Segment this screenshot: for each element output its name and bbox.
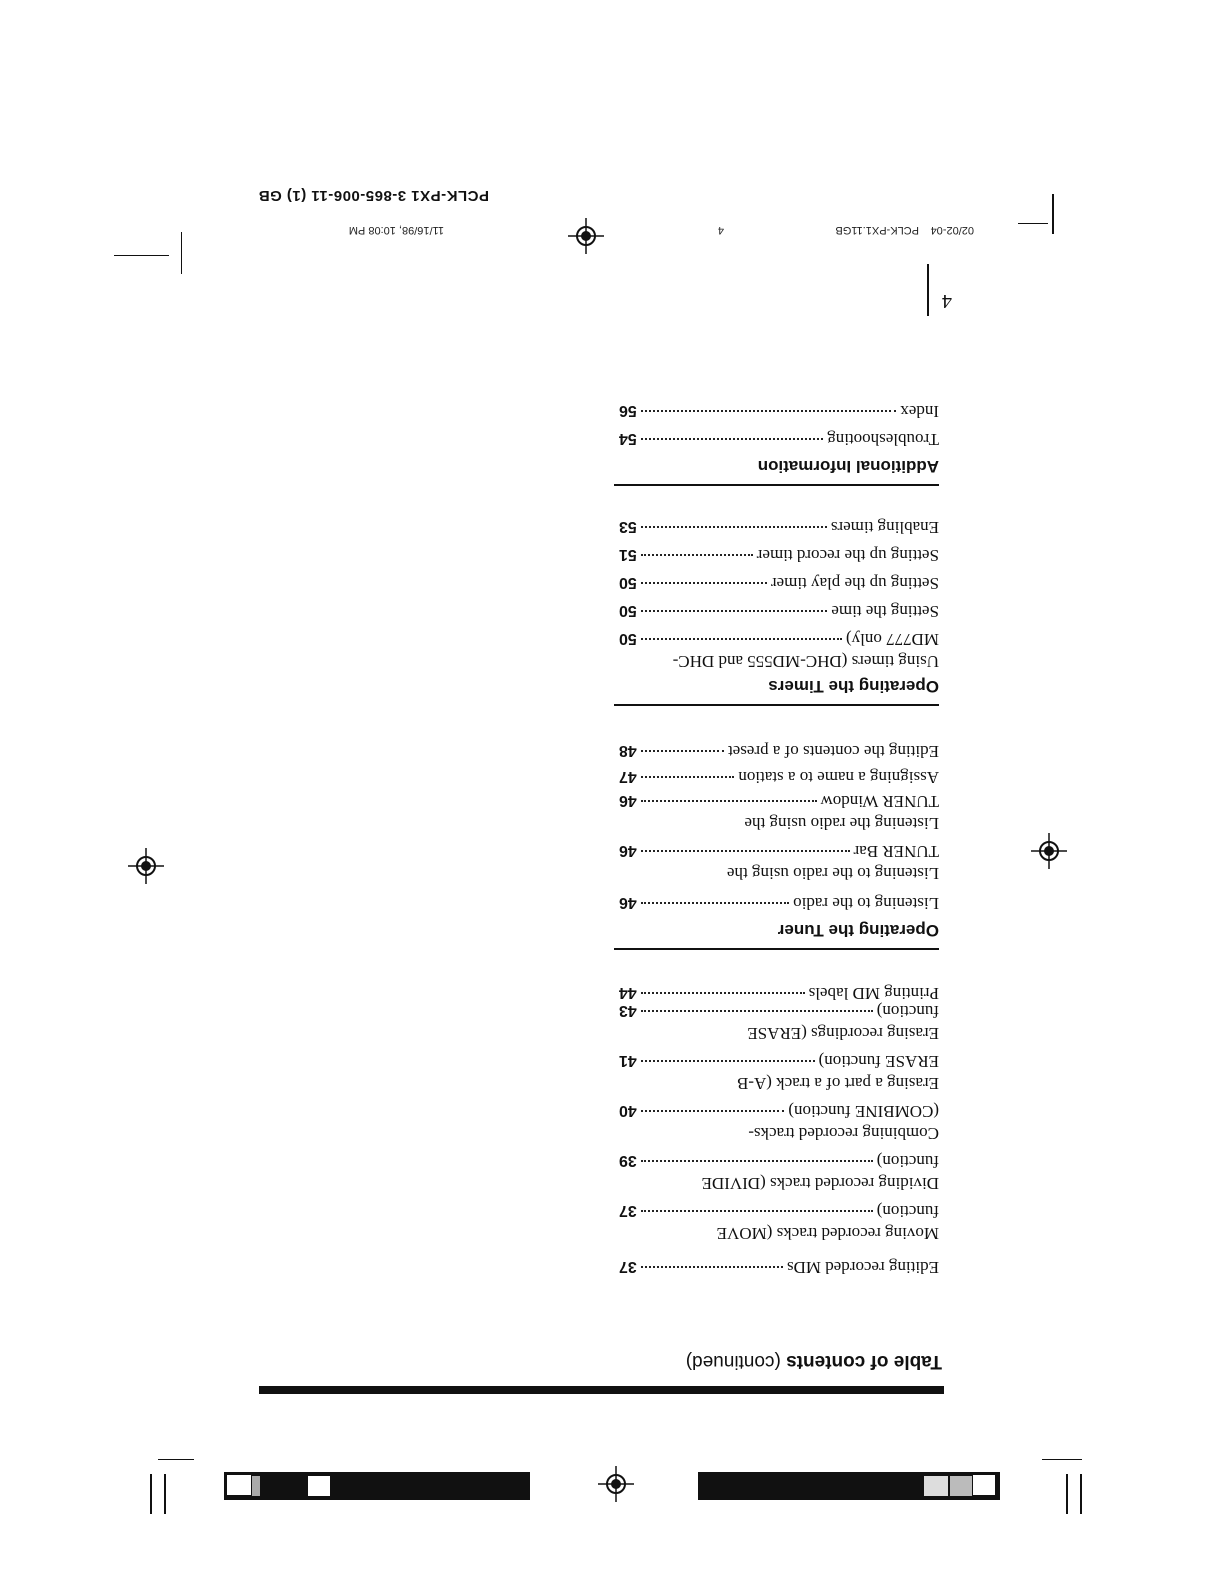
bottom-right-crop-marks <box>134 1444 194 1514</box>
section-heading-additional: Additional Information <box>757 457 939 476</box>
page-number: 4 <box>942 290 952 312</box>
bottom-left-crop-marks <box>1024 1444 1084 1514</box>
header-doc-code: PCLK-PX1 3-865-006-11 (1) GB <box>258 187 489 204</box>
toc-entry-dividing-tracks[interactable]: Dividing recorded tracks (DIVIDE functio… <box>619 1152 939 1193</box>
crosshair-mark-top <box>568 218 604 254</box>
header-timestamp: 11/16/98, 10:08 PM <box>348 224 444 236</box>
crosshair-mark-left <box>1031 833 1067 869</box>
section-rule-additional <box>614 484 939 486</box>
toc-entry-moving-tracks[interactable]: Moving recorded tracks (MOVE function)37 <box>619 1202 939 1243</box>
toc-entry-erasing-recordings[interactable]: Erasing recordings (ERASE function)43 <box>619 1002 939 1043</box>
crosshair-mark-right <box>128 848 164 884</box>
section-heading-tuner: Operating the Tuner <box>777 921 939 940</box>
toc-entry-tuner-bar[interactable]: Listening to the radio using the TUNER B… <box>619 842 939 883</box>
toc-entry-combining-tracks[interactable]: Combining recorded tracks- (COMBINE func… <box>619 1102 939 1143</box>
top-right-crop-marks <box>104 224 184 284</box>
toc-entry-using-timers[interactable]: Using timers (DHC-MD555 and DHC- MD777 o… <box>619 630 939 671</box>
toc-entry-tuner-window[interactable]: Listening the radio using the TUNER Wind… <box>619 792 939 833</box>
section-rule-tuner <box>614 948 939 950</box>
crosshair-mark-bottom <box>598 1466 634 1502</box>
top-left-crop-marks <box>994 194 1054 254</box>
section-heading-timers: Operating the Timers <box>768 677 939 696</box>
toc-entry-ab-erase[interactable]: Erasing a part of a track (A-B ERASE fun… <box>619 1052 939 1093</box>
section-rule-timers <box>614 704 939 706</box>
color-bar-left <box>698 1472 1000 1500</box>
color-bar-right <box>224 1472 530 1500</box>
